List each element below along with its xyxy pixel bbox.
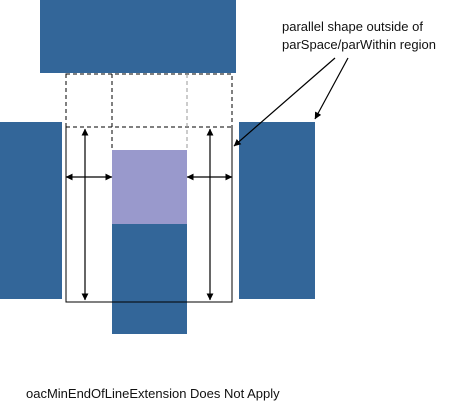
center-highlight-region bbox=[112, 150, 187, 224]
top-shape bbox=[40, 0, 236, 73]
annotation-leader-arrow-1 bbox=[233, 57, 336, 147]
caption: oacMinEndOfLineExtension Does Not Apply bbox=[26, 386, 280, 401]
annotation-line-2: parSpace/parWithin region bbox=[282, 37, 436, 52]
annotation-leader-arrow-2 bbox=[314, 57, 349, 120]
lower-dashed-region bbox=[65, 126, 233, 303]
right-shape bbox=[239, 122, 315, 299]
left-shape bbox=[0, 122, 62, 299]
annotation-line-1: parallel shape outside of bbox=[282, 19, 423, 34]
